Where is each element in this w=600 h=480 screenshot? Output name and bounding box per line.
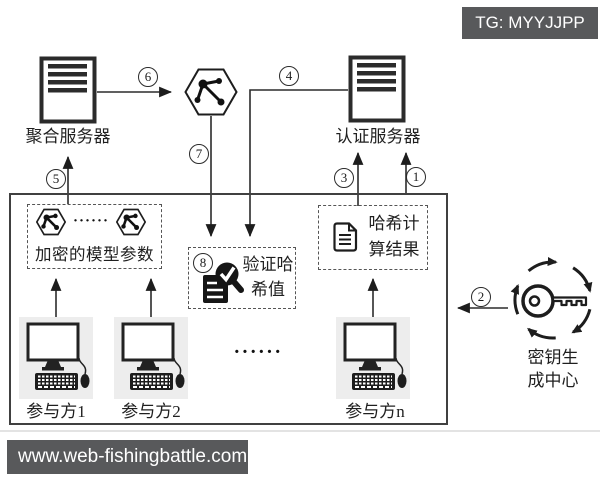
participant-n-computer-icon [336,317,410,399]
tg-badge-label: TG: MYYJJPP [475,13,585,32]
auth-server-icon [348,55,406,123]
document-icon [333,222,358,252]
verify-hash-label: 验证哈 希值 [242,255,294,299]
step-3-badge: 3 [334,168,354,188]
model-hexagon-icon [116,208,146,236]
watermark-label: www.web-fishingbattle.com [18,446,248,467]
participant-1-computer-icon [19,317,93,399]
participants-boundary-box [9,193,448,425]
hexagon-ellipsis: ······ [72,213,109,229]
step-8-badge: 8 [193,253,213,273]
participant-1-label: 参与方1 [26,402,86,421]
watermark-banner: www.web-fishingbattle.com [7,440,248,474]
encrypted-params-box [27,204,162,269]
verify-hash-box [188,247,296,309]
step-1-badge: 1 [406,167,426,187]
hash-result-label: 哈希计 算结果 [368,214,420,259]
aggregation-server-label: 聚合服务器 [25,127,111,146]
verify-document-icon [203,262,244,303]
participant-n-label: 参与方n [345,402,405,421]
hash-result-box [318,205,428,270]
tg-badge: TG: MYYJJPP [462,7,598,39]
divider-line [0,430,600,432]
auth-server-label: 认证服务器 [335,127,421,146]
participants-ellipsis: ······ [233,341,283,363]
model-hexagon-icon [184,68,238,116]
step-2-badge: 2 [471,287,491,307]
participant-2-label: 参与方2 [121,402,181,421]
participant-2-computer-icon [114,317,188,399]
model-hexagon-icon [36,208,66,236]
aggregation-server-icon [39,56,97,124]
encrypted-params-label: 加密的模型参数 [35,245,154,264]
step-5-badge: 5 [46,169,66,189]
step-6-badge: 6 [138,67,158,87]
step-7-badge: 7 [189,144,209,164]
step-4-badge: 4 [279,66,299,86]
key-center-label: 密钥生 成中心 [527,348,579,390]
key-icon [510,257,593,340]
